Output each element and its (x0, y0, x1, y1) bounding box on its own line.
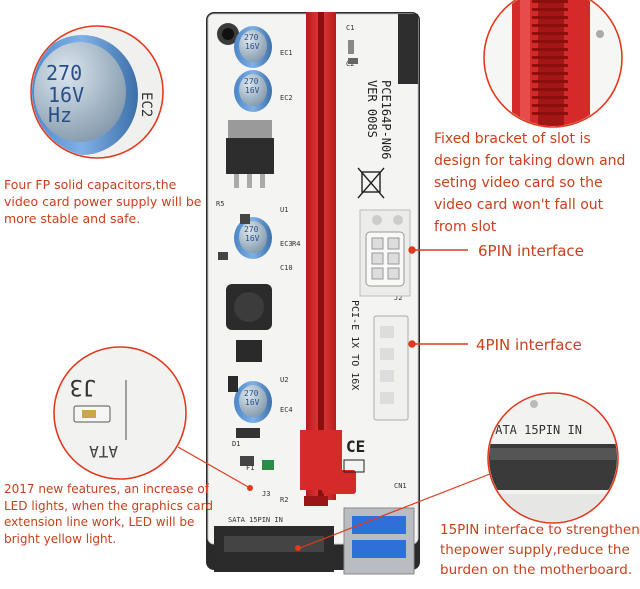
svg-text:R4: R4 (292, 240, 300, 248)
svg-text:270: 270 (244, 389, 259, 398)
voltage-regulator-chip (226, 120, 274, 188)
svg-text:EC4: EC4 (280, 406, 293, 414)
ce-mark: CE (346, 437, 365, 456)
svg-text:J3: J3 (262, 490, 270, 498)
svg-text:R2: R2 (280, 496, 288, 504)
capacitor-ec4: 270 16V (234, 381, 272, 423)
svg-text:CN1: CN1 (394, 482, 407, 490)
board-version-text: VER 008S (365, 80, 379, 138)
smd-part (348, 40, 354, 54)
svg-text:EC1: EC1 (280, 49, 293, 57)
svg-text:270: 270 (46, 61, 82, 85)
svg-text:270: 270 (244, 33, 259, 42)
capacitor-ec3: 270 16V (234, 217, 272, 259)
svg-text:EC3: EC3 (280, 240, 293, 248)
usb3-port (343, 507, 415, 575)
zoom-capacitor: 270 16V Hz EC2 (30, 25, 164, 159)
zoom-slot-bracket (483, 0, 623, 128)
annotation-four-pin: 4PIN interface (476, 336, 582, 354)
board-model-text: PCE164P-N06 (379, 80, 393, 159)
svg-text:270: 270 (244, 77, 259, 86)
svg-text:16V: 16V (245, 398, 260, 407)
svg-text:C10: C10 (280, 264, 293, 272)
led-light (262, 460, 274, 470)
svg-text:16V: 16V (245, 234, 260, 243)
svg-text:SATA 15PIN IN: SATA 15PIN IN (488, 423, 582, 437)
leader-lines (408, 246, 468, 348)
svg-text:270: 270 (244, 225, 259, 234)
fuse (240, 456, 254, 466)
fcc-mark (343, 459, 365, 473)
svg-text:D1: D1 (232, 440, 240, 448)
svg-text:F1: F1 (246, 464, 254, 472)
four-pin-connector (373, 315, 409, 421)
svg-text:SATA 15PIN IN: SATA 15PIN IN (228, 516, 283, 524)
pcie-label: PCI-E 1X TO 16X (349, 300, 360, 390)
six-pin-connector (359, 209, 411, 297)
smd-part (218, 252, 228, 260)
svg-text:U2: U2 (280, 376, 288, 384)
inductor-coil (226, 284, 272, 330)
capacitor-ec2: 270 16V (234, 70, 272, 112)
svg-text:16V: 16V (48, 83, 84, 107)
svg-text:EC2: EC2 (138, 92, 154, 117)
annotation-capacitors: Four FP solid capacitors,the video card … (4, 177, 202, 226)
svg-text:J3: J3 (70, 374, 97, 399)
smd-part (240, 214, 250, 224)
svg-text:Hz: Hz (48, 103, 72, 127)
weee-bin-icon (357, 167, 385, 199)
svg-text:16V: 16V (245, 86, 260, 95)
smd-part (228, 376, 238, 392)
annotation-six-pin: 6PIN interface (478, 242, 584, 260)
svg-text:16V: 16V (245, 42, 260, 51)
annotation-led: 2017 new features, an increase of LED li… (4, 482, 213, 546)
svg-text:R5: R5 (216, 200, 224, 208)
diode (236, 428, 260, 438)
annotation-fifteen-pin: 15PIN interface to strengthen thepower s… (440, 522, 640, 578)
capacitor-ec1: 270 16V (234, 26, 272, 68)
sata-connector: SATA 15PIN IN (214, 516, 334, 572)
annotation-bracket: Fixed bracket of slot is design for taki… (434, 131, 626, 235)
zoom-led: J3 ATA (53, 346, 253, 491)
svg-text:U1: U1 (280, 206, 288, 214)
svg-text:EC2: EC2 (280, 94, 293, 102)
svg-text:J2: J2 (394, 294, 402, 302)
ic-chip (236, 340, 262, 362)
pcie-x16-slot (300, 12, 356, 506)
svg-text:ATA: ATA (89, 442, 118, 461)
smd-part (348, 58, 358, 64)
svg-text:C1: C1 (346, 24, 354, 32)
